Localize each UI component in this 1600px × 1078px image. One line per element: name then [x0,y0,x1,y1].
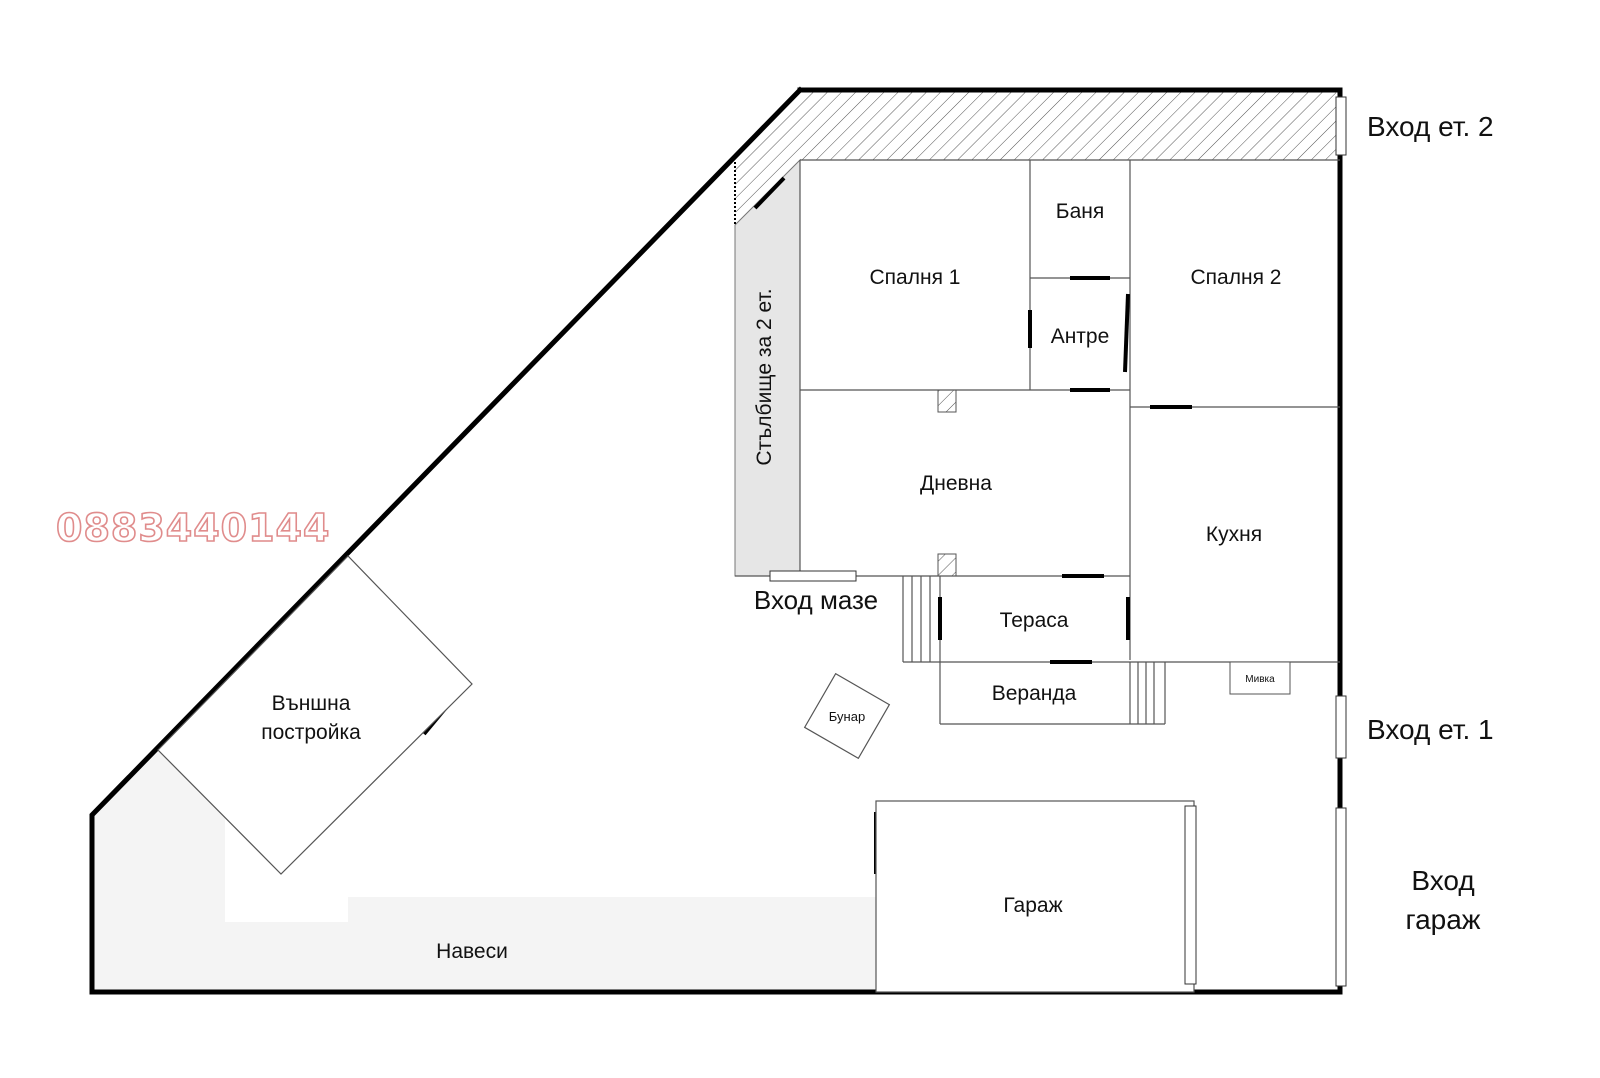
living-label: Дневна [920,472,992,495]
garage-label: Гараж [1003,894,1062,917]
column-2 [937,553,957,577]
upper-walkway-hatched [800,90,1336,160]
veranda-steps [1129,662,1155,724]
entrance-garage-label-line1: Вход [1411,865,1474,896]
entrance-floor1-label: Вход ет. 1 [1367,714,1494,745]
basement-door [769,570,857,582]
entrance-garage-label-line2: гараж [1405,904,1480,935]
outbuilding [157,555,473,875]
kitchen-label: Кухня [1206,523,1262,546]
bedroom1-label: Спалня 1 [870,266,961,289]
bedroom2-label: Спалня 2 [1191,266,1282,289]
sheds-label: Навеси [436,940,508,963]
entrance-floor2-gate [1335,96,1347,156]
bathroom-label: Баня [1056,200,1104,223]
garage-door [1184,805,1197,985]
terrace-steps [902,576,931,662]
corner-hatched [735,90,800,225]
entrance-floor2-label: Вход ет. 2 [1367,111,1494,142]
well-label: Бунар [829,709,865,724]
stairs-label: Стълбище за 2 ет. [753,288,776,465]
outbuilding-label-line2: постройка [261,721,361,744]
column-1 [937,389,957,413]
well [803,672,891,760]
hall-label: Антре [1051,325,1110,348]
sheds-area [92,750,877,992]
sink-label: Мивка [1245,674,1275,685]
sink [1229,661,1291,695]
entrance-floor1-gate [1335,695,1347,759]
door-markers [422,176,1192,874]
entrance-garage-gate [1335,807,1347,987]
outer-wall [89,86,1343,995]
outbuilding-label-line1: Външна [272,692,351,715]
veranda-label: Веранда [992,682,1077,705]
entrance-basement-label: Вход мазе [754,585,878,615]
terrace-label: Тераса [1000,609,1069,632]
phone-watermark: 0883440144 [56,506,330,550]
garage [875,800,1195,993]
